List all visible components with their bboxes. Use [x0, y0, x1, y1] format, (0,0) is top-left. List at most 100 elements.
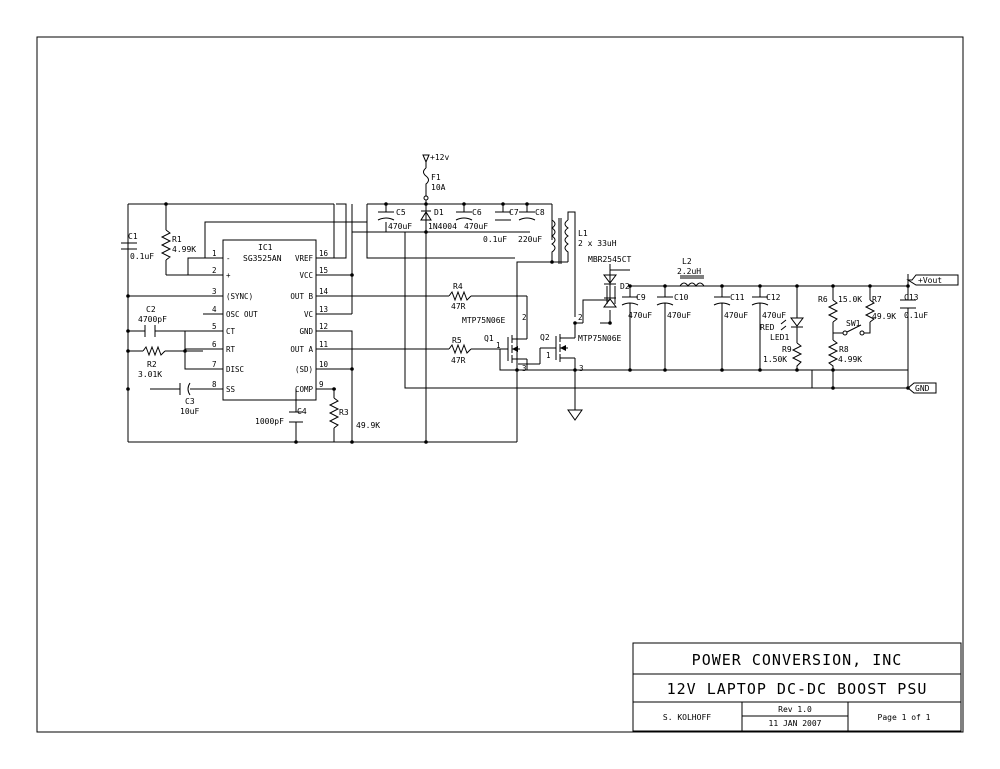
- ic1-pin-name: (SYNC): [226, 292, 253, 301]
- sw1-switch: SW1: [833, 319, 871, 336]
- ic1-pin-num: 11: [319, 340, 328, 349]
- c3-capacitor: C3 10uF: [179, 382, 199, 416]
- led1-diode: RED LED1: [760, 286, 804, 343]
- q1-ref: Q1: [484, 334, 494, 343]
- q1-pin-g: 1: [496, 341, 501, 350]
- d1-value: 1N4004: [428, 222, 457, 231]
- ic1-pin-num: 2: [212, 266, 217, 275]
- r5-value: 47R: [451, 356, 466, 365]
- c9-value: 470uF: [628, 311, 652, 320]
- r5-resistor: R5 47R: [448, 336, 472, 365]
- ic1-pin-num: 10: [319, 360, 329, 369]
- c8-value: 220uF: [518, 235, 542, 244]
- c13-capacitor: C13 0.1uF: [900, 293, 928, 320]
- c9-capacitor: C9 470uF: [621, 286, 652, 370]
- sheet-border: [36, 36, 964, 733]
- sw1-ref: SW1: [846, 319, 861, 328]
- c2-value: 4700pF: [138, 315, 167, 324]
- ic1-pin-num: 1: [212, 249, 217, 258]
- r9-ref: R9: [782, 345, 792, 354]
- ic1-body: [222, 239, 317, 401]
- title-block: POWER CONVERSION, INC 12V LAPTOP DC-DC B…: [632, 642, 962, 732]
- feedback-wires: [811, 286, 909, 388]
- ic1-pin-name: RT: [226, 345, 236, 354]
- r3-value: 49.9K: [356, 421, 380, 430]
- c12-value: 470uF: [762, 311, 786, 320]
- r3-resistor: R3 49.9K: [328, 397, 380, 430]
- c8-capacitor: C8 220uF: [518, 208, 545, 244]
- ic1-pin-num: 5: [212, 322, 217, 331]
- c6-capacitor: C6 470uF: [455, 208, 488, 231]
- r6-ref: R6: [818, 295, 828, 304]
- ground-symbol: [567, 409, 583, 421]
- date: 11 JAN 2007: [769, 719, 822, 728]
- c12-capacitor: C12 470uF: [751, 286, 786, 370]
- r1-value: 4.99K: [172, 245, 196, 254]
- r9-value: 1.50K: [763, 355, 787, 364]
- c10-capacitor: C10 470uF: [656, 286, 691, 370]
- l1-inductor: L1 2 x 33uH: [551, 211, 617, 264]
- ic1-pin-num: 13: [319, 305, 328, 314]
- r2-resistor: R2 3.01K: [138, 345, 166, 379]
- r7-value: 49.9K: [872, 312, 896, 321]
- ic1-pin-num: 3: [212, 287, 217, 296]
- ic1-pin-num: 9: [319, 380, 324, 389]
- r9-resistor: R9 1.50K: [763, 342, 803, 370]
- l1-tap-pin: 2: [578, 313, 583, 322]
- c11-capacitor: C11 470uF: [713, 286, 748, 370]
- ic1-part: SG3525AN: [243, 254, 282, 263]
- ic1-pin-num: 15: [319, 266, 328, 275]
- c9-ref: C9: [636, 293, 646, 302]
- r3-ref: R3: [339, 408, 349, 417]
- ic1-pin-name: SS: [226, 385, 236, 394]
- ic1-pin-name: OUT B: [290, 292, 313, 301]
- r5-ref: R5: [452, 336, 462, 345]
- c12-ref: C12: [766, 293, 781, 302]
- ic1-pin-name: CT: [226, 327, 236, 336]
- c3-ref: C3: [185, 397, 195, 406]
- r6-value: 15.0K: [838, 295, 862, 304]
- r8-ref: R8: [839, 345, 849, 354]
- c1-ref: C1: [128, 232, 138, 241]
- ic1-pin-num: 16: [319, 249, 329, 258]
- fuse-value: 10A: [431, 183, 446, 192]
- input-caps-wires: [352, 203, 553, 240]
- q2-ref: Q2: [540, 333, 550, 342]
- l1-value: 2 x 33uH: [578, 239, 617, 248]
- c4-ref: C4: [297, 407, 307, 416]
- c4-capacitor: C4 1000pF: [255, 407, 307, 426]
- led1-color: RED: [760, 323, 775, 332]
- ic1-pin-num: 8: [212, 380, 217, 389]
- q2-pin-s: 3: [579, 364, 584, 373]
- ic1-pin-name: -: [226, 254, 231, 263]
- supply-input: +12v F1 10A: [422, 153, 449, 442]
- r1-resistor: R1 4.99K: [160, 229, 196, 261]
- r8-value: 4.99K: [838, 355, 862, 364]
- d2-part: MBR2545CT: [588, 255, 632, 264]
- gnd-label: GND: [915, 384, 930, 393]
- vout-port: +Vout: [906, 274, 959, 286]
- r4-ref: R4: [453, 282, 463, 291]
- l2-inductor: L2 2.2uH: [677, 257, 705, 287]
- r2-value: 3.01K: [138, 370, 162, 379]
- d2-ref: D2: [620, 282, 630, 291]
- ic1-pin-name: (SD): [295, 365, 313, 374]
- d1-ref: D1: [434, 208, 444, 217]
- c5-ref: C5: [396, 208, 406, 217]
- c13-ref: C13: [904, 293, 919, 302]
- q2-mosfet: MTP75N06E Q2 1 2 3: [540, 313, 622, 373]
- ic1-pin-name: OUT A: [290, 345, 313, 354]
- junction-dots: [126, 202, 910, 444]
- author: S. KOLHOFF: [663, 713, 711, 722]
- ic1-pin-num: 14: [319, 287, 329, 296]
- d2-diode: MBR2545CT D2: [588, 255, 632, 308]
- fuse-ref: F1: [431, 173, 441, 182]
- l2-ref: L2: [682, 257, 692, 266]
- ic1-pin-num: 12: [319, 322, 328, 331]
- ic1: IC1 SG3525AN 1 2 3 4 5 6 7 8 - + (SYNC) …: [203, 239, 336, 401]
- d1-diode: D1 1N4004: [420, 208, 457, 231]
- r6-resistor: R6 15.0K: [818, 295, 862, 323]
- c6-value: 470uF: [464, 222, 488, 231]
- r1-ref: R1: [172, 235, 182, 244]
